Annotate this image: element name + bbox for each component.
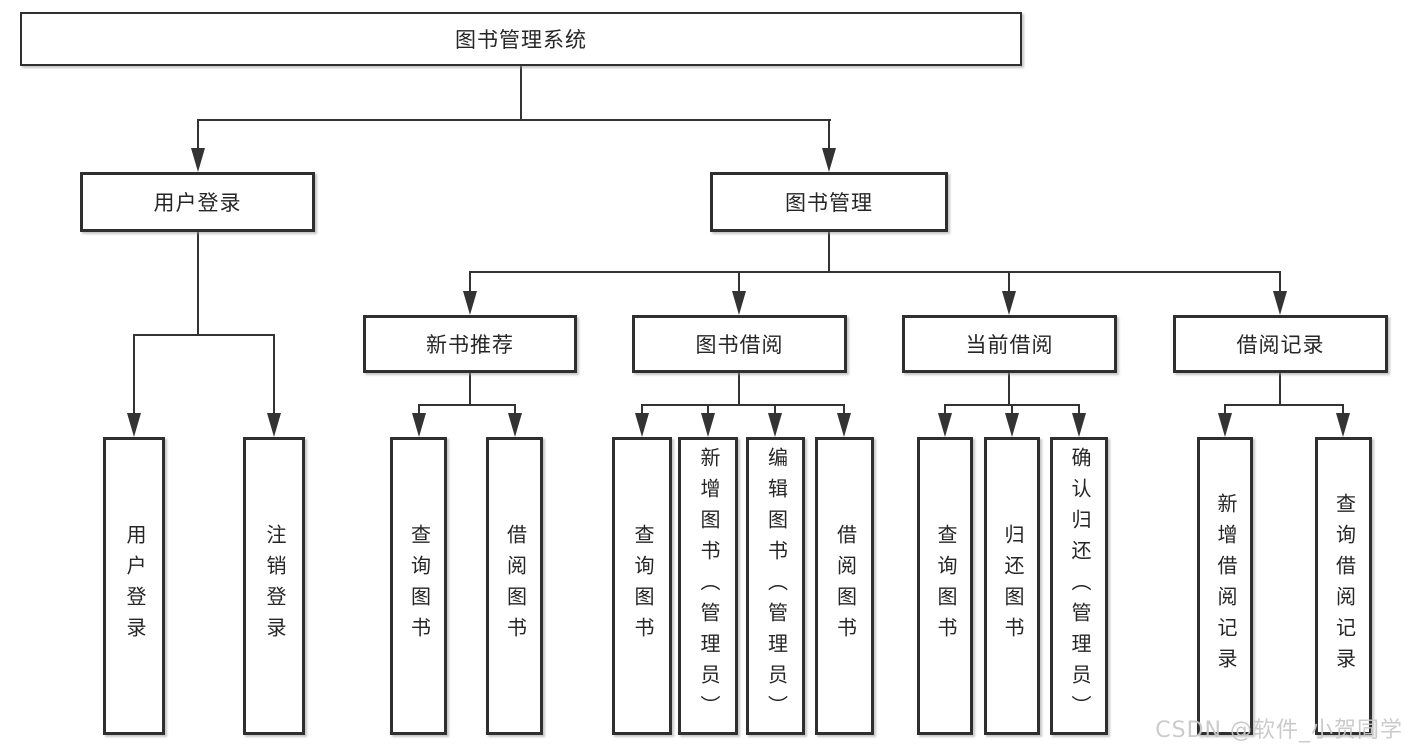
connector-line: [828, 119, 830, 150]
connector-line: [197, 119, 831, 121]
node-label: 查询借阅记录: [1332, 493, 1355, 679]
arrow-down-icon: [822, 148, 836, 172]
node-label: 新增图书（管理员）: [697, 446, 719, 726]
node-leaf-logout: 注销登录: [243, 437, 305, 735]
arrow-down-icon: [463, 291, 477, 315]
node-label: 新书推荐: [426, 334, 514, 357]
arrow-down-icon: [127, 413, 141, 437]
node-leaf-query-books-recommend: 查询图书: [390, 437, 447, 735]
node-label: 当前借阅: [965, 334, 1054, 357]
arrow-down-icon: [635, 413, 649, 437]
arrow-down-icon: [938, 413, 952, 437]
node-leaf-add-books-admin: 新增图书（管理员）: [678, 437, 738, 735]
node-borrowing-records: 借阅记录: [1173, 315, 1388, 373]
arrow-down-icon: [837, 413, 851, 437]
node-library-management-system: 图书管理系统: [20, 12, 1022, 66]
connector-line: [1011, 404, 1013, 416]
node-leaf-edit-books-admin: 编辑图书（管理员）: [746, 437, 805, 735]
connector-line: [273, 334, 275, 416]
connector-line: [738, 373, 740, 406]
connector-line: [469, 373, 471, 406]
connector-line: [1224, 404, 1226, 416]
node-label: 归还图书: [1001, 524, 1023, 648]
arrow-down-icon: [1336, 413, 1350, 437]
node-label: 图书管理: [785, 192, 873, 215]
node-leaf-confirm-return-admin: 确认归还（管理员）: [1050, 437, 1108, 735]
connector-line: [843, 404, 845, 416]
connector-line: [944, 404, 946, 416]
connector-line: [738, 271, 740, 293]
node-current-borrowing: 当前借阅: [902, 315, 1117, 373]
arrow-down-icon: [267, 413, 281, 437]
connector-line: [1008, 373, 1010, 406]
connector-line: [418, 404, 516, 406]
arrow-down-icon: [768, 413, 782, 437]
node-leaf-borrow-books: 借阅图书: [815, 437, 874, 735]
connector-line: [641, 404, 845, 406]
connector-line: [469, 271, 1281, 273]
connector-line: [1008, 271, 1010, 293]
arrow-down-icon: [1002, 291, 1016, 315]
connector-line: [197, 232, 199, 336]
arrow-down-icon: [732, 291, 746, 315]
node-leaf-query-books-borrow: 查询图书: [612, 437, 672, 735]
connector-line: [514, 404, 516, 416]
connector-line: [1279, 373, 1281, 406]
arrow-down-icon: [1072, 413, 1086, 437]
node-leaf-user-login: 用户登录: [103, 437, 165, 735]
connector-line: [1279, 271, 1281, 293]
arrow-down-icon: [1218, 413, 1232, 437]
connector-line: [641, 404, 643, 416]
node-label: 查询图书: [407, 524, 430, 648]
connector-line: [774, 404, 776, 416]
node-label: 用户登录: [123, 524, 145, 648]
connector-line: [133, 334, 135, 416]
connector-line: [418, 404, 420, 416]
arrow-down-icon: [508, 413, 522, 437]
connector-line: [520, 66, 522, 120]
connector-line: [1342, 404, 1344, 416]
connector-line: [828, 232, 830, 273]
node-leaf-add-borrow-record: 新增借阅记录: [1197, 437, 1253, 735]
arrow-down-icon: [1273, 291, 1287, 315]
connector-line: [469, 271, 471, 293]
node-leaf-query-borrow-record: 查询借阅记录: [1315, 437, 1372, 735]
node-user-login: 用户登录: [80, 172, 315, 232]
arrow-down-icon: [191, 148, 205, 172]
arrow-down-icon: [1005, 413, 1019, 437]
node-book-borrowing: 图书借阅: [632, 315, 847, 373]
connector-line: [1078, 404, 1080, 416]
node-label: 编辑图书（管理员）: [764, 446, 787, 726]
connector-line: [707, 404, 709, 416]
node-leaf-return-books: 归还图书: [984, 437, 1040, 735]
node-label: 新增借阅记录: [1214, 493, 1236, 679]
connector-line: [133, 334, 275, 336]
node-leaf-borrow-books-recommend: 借阅图书: [486, 437, 543, 735]
arrow-down-icon: [412, 413, 426, 437]
node-label: 查询图书: [934, 524, 956, 648]
node-label: 借阅记录: [1236, 334, 1325, 357]
node-label: 确认归还（管理员）: [1068, 446, 1090, 726]
node-label: 图书借阅: [695, 334, 784, 357]
node-label: 查询图书: [631, 524, 653, 648]
node-label: 用户登录: [153, 192, 242, 215]
arrow-down-icon: [701, 413, 715, 437]
node-label: 借阅图书: [503, 524, 526, 648]
node-label: 图书管理系统: [455, 29, 587, 52]
csdn-watermark: CSDN @软件_小贺同学: [1155, 718, 1403, 743]
node-label: 借阅图书: [833, 524, 856, 648]
node-label: 注销登录: [263, 524, 285, 648]
node-leaf-query-books-current: 查询图书: [917, 437, 973, 735]
node-new-book-recommendation: 新书推荐: [363, 315, 577, 373]
node-book-management: 图书管理: [710, 172, 948, 232]
connector-line: [197, 119, 199, 150]
connector-line: [1224, 404, 1344, 406]
